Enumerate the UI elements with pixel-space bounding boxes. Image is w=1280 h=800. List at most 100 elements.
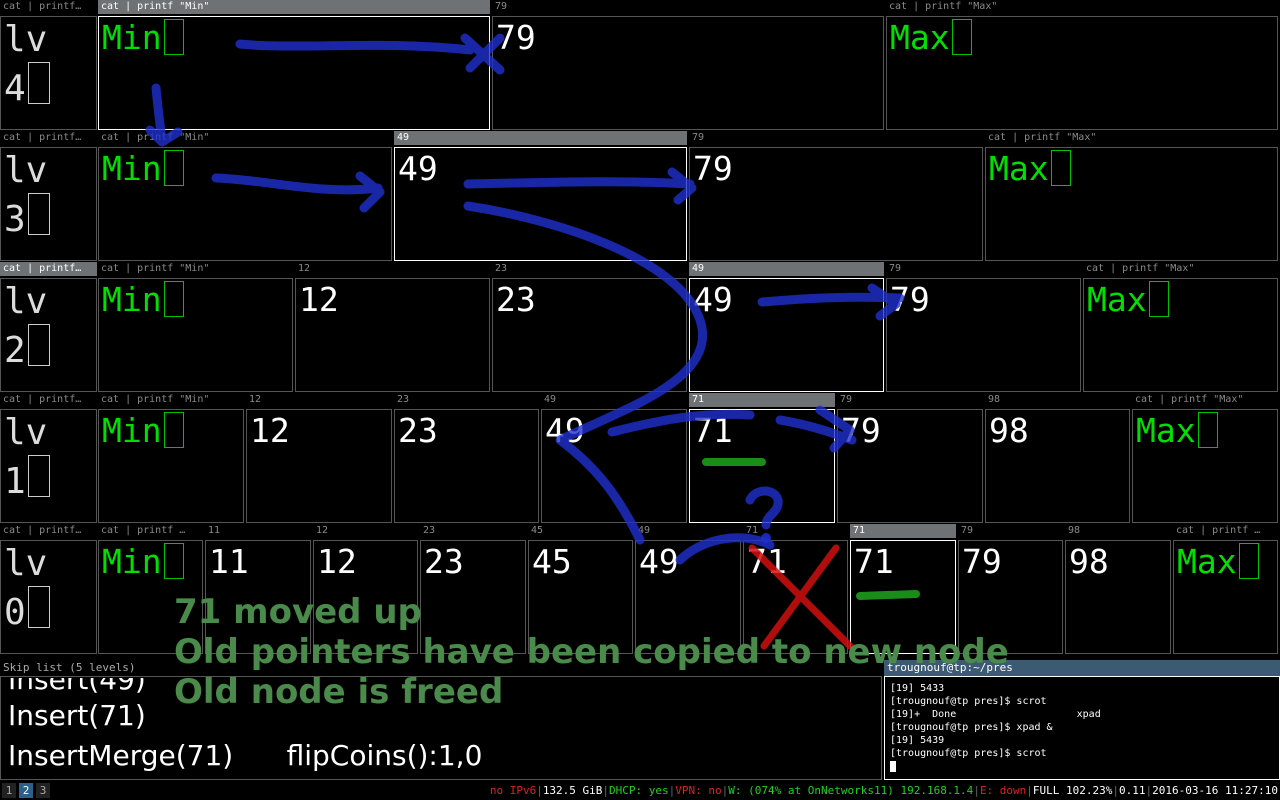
window-title: cat | printf "Max"	[1083, 262, 1278, 276]
node-value: 49	[639, 542, 679, 582]
window-border	[313, 540, 418, 654]
shell-line: [19]+ Done xpad	[890, 709, 1101, 720]
status-bar: 1 2 3 no IPv6|132.5 GiB|DHCP: yes|VPN: n…	[0, 781, 1280, 800]
window-border	[0, 16, 97, 130]
workspace-2[interactable]: 2	[19, 783, 33, 798]
window-title: 79	[958, 524, 1063, 538]
cursor-box	[27, 586, 50, 628]
skip-node-window[interactable]: 98 98	[1065, 524, 1171, 654]
workspace-3[interactable]: 3	[36, 783, 50, 798]
window-title: cat | printf "Min"	[98, 0, 490, 14]
shell-line: [trougnouf@tp pres]$ xpad &	[890, 722, 1053, 733]
node-value: 79	[496, 18, 536, 58]
node-value: 79	[890, 280, 930, 320]
window-border	[689, 147, 983, 261]
cursor-box	[163, 412, 184, 448]
node-value-text: 79	[962, 542, 1002, 581]
window-title: 79	[689, 131, 983, 145]
node-value-text: Min	[102, 280, 162, 319]
node-value: 23	[398, 411, 438, 451]
max-node-window[interactable]: cat | printf … Max	[1173, 524, 1278, 654]
status-ethernet: E: down	[979, 784, 1027, 797]
node-value: 45	[532, 542, 572, 582]
skip-node-window[interactable]: 71 71	[850, 524, 956, 654]
level-text: lv	[4, 281, 48, 322]
skip-node-window[interactable]: 71 71	[689, 393, 835, 523]
min-node-window[interactable]: cat | printf "Min" Min	[98, 0, 490, 130]
node-value: Min	[102, 411, 184, 451]
skip-node-window[interactable]: 12 12	[295, 262, 490, 392]
window-title: cat | printf …	[1173, 524, 1278, 538]
window-border	[0, 409, 97, 523]
window-title: 71	[689, 393, 835, 407]
min-node-window[interactable]: cat | printf "Min" Min	[98, 262, 293, 392]
shell-terminal-title: trougnouf@tp:~/pres	[884, 660, 1280, 676]
window-border	[394, 147, 687, 261]
skip-node-window[interactable]: 23 23	[394, 393, 539, 523]
skip-node-window[interactable]: 49 49	[541, 393, 687, 523]
max-node-window[interactable]: cat | printf "Max" Max	[886, 0, 1278, 130]
workspace-1[interactable]: 1	[2, 783, 16, 798]
window-title: 45	[528, 524, 633, 538]
status-vpn: VPN: no	[675, 784, 722, 797]
window-title: cat | printf…	[0, 524, 97, 538]
skip-node-window[interactable]: 79 79	[689, 131, 983, 261]
max-node-window[interactable]: cat | printf "Max" Max	[985, 131, 1278, 261]
min-node-window[interactable]: cat | printf "Min" Min	[98, 393, 244, 523]
status-dhcp: DHCP: yes	[609, 784, 669, 797]
skip-node-window[interactable]: 49 49	[394, 131, 687, 261]
window-title: cat | printf…	[0, 262, 97, 276]
node-value-text: 11	[209, 542, 249, 581]
level-number: 2	[4, 330, 26, 371]
skip-node-window[interactable]: 79 79	[492, 0, 884, 130]
node-value-text: 49	[693, 280, 733, 319]
node-value: 71	[747, 542, 787, 582]
max-node-window[interactable]: cat | printf "Max" Max	[1132, 393, 1278, 523]
node-value: 12	[299, 280, 339, 320]
skip-node-window[interactable]: 23 23	[492, 262, 687, 392]
min-node-window[interactable]: cat | printf … Min	[98, 524, 203, 654]
node-value: 23	[496, 280, 536, 320]
skip-node-window[interactable]: 79 79	[886, 262, 1081, 392]
node-value: Min	[102, 149, 184, 189]
skip-node-window[interactable]: 11 11	[205, 524, 311, 654]
cursor-box	[1197, 412, 1218, 448]
skip-node-window[interactable]: 98 98	[985, 393, 1130, 523]
skip-node-window[interactable]: 79 79	[958, 524, 1063, 654]
node-value-text: 49	[545, 411, 585, 450]
window-title: 71	[850, 524, 956, 538]
shell-line: [trougnouf@tp pres]$ scrot	[890, 748, 1047, 759]
status-disk: 132.5 GiB	[542, 784, 603, 797]
skip-node-window[interactable]: 12 12	[246, 393, 392, 523]
annotation-line-1: 71 moved up	[174, 592, 422, 632]
skip-node-window[interactable]: 49 49	[689, 262, 884, 392]
window-title: cat | printf "Max"	[1132, 393, 1278, 407]
window-title: 12	[246, 393, 392, 407]
window-title: cat | printf…	[0, 0, 97, 14]
level-label-window[interactable]: cat | printf… lv 2	[0, 262, 97, 392]
node-value-text: 79	[841, 411, 881, 450]
window-title: cat | printf…	[0, 393, 97, 407]
node-value-text: 49	[398, 149, 438, 188]
window-border	[246, 409, 392, 523]
window-border	[492, 16, 884, 130]
node-value-text: Min	[102, 149, 162, 188]
max-node-window[interactable]: cat | printf "Max" Max	[1083, 262, 1278, 392]
window-title: cat | printf "Max"	[886, 0, 1278, 14]
annotation-text: 71 moved up Old pointers have been copie…	[174, 592, 1009, 712]
node-value: 71	[854, 542, 894, 582]
cursor-box	[1148, 281, 1169, 317]
skip-list-terminal[interactable]: Skip list (5 levels) Insert(49) Insert(7…	[0, 660, 882, 780]
node-value-text: 45	[532, 542, 572, 581]
window-title: 98	[985, 393, 1130, 407]
skip-node-window[interactable]: 12 12	[313, 524, 418, 654]
node-value-text: 79	[693, 149, 733, 188]
skip-node-window[interactable]: 79 79	[837, 393, 983, 523]
min-node-window[interactable]: cat | printf "Min" Min	[98, 131, 392, 261]
window-border	[886, 16, 1278, 130]
